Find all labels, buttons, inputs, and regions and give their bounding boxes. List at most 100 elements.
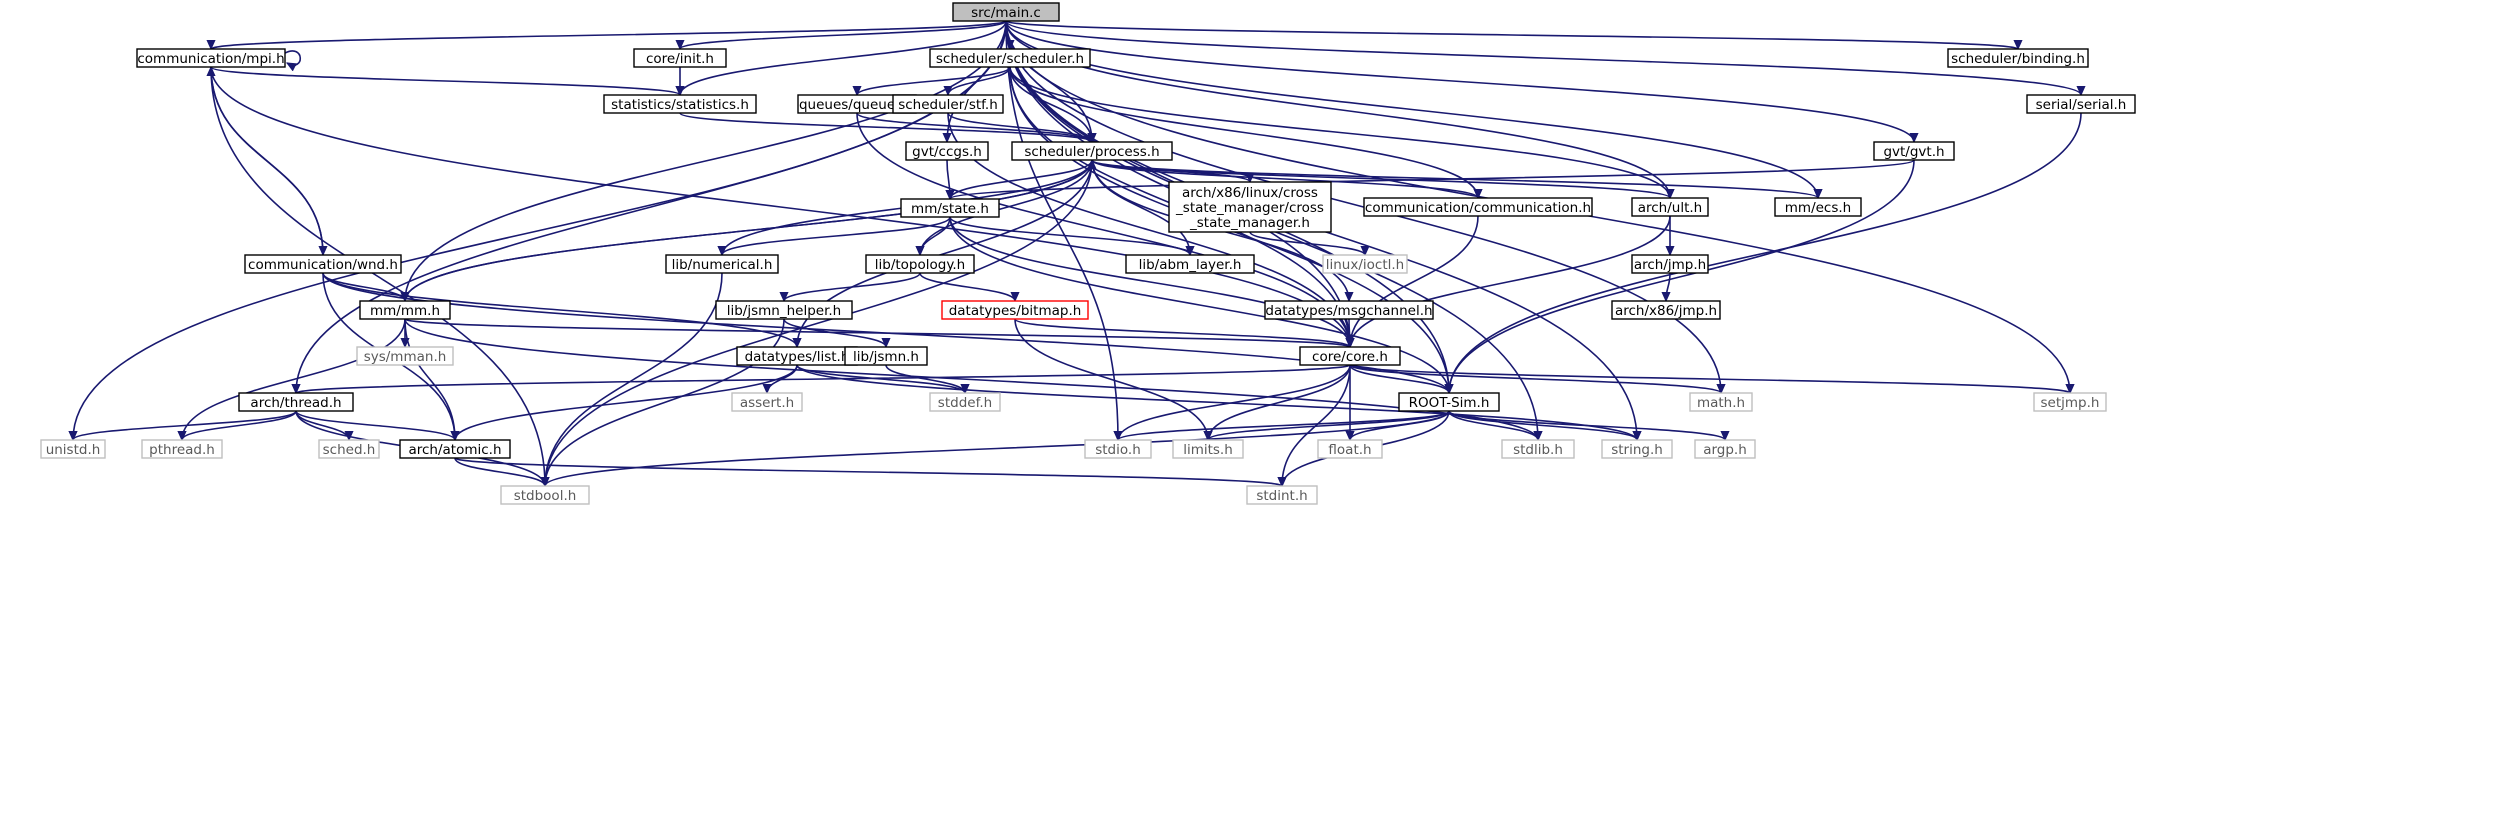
node-unistd[interactable]: unistd.h (40, 439, 106, 459)
node-label: communication/communication.h (1365, 200, 1591, 216)
node-ecs[interactable]: mm/ecs.h (1774, 197, 1862, 217)
edge-wnd-to-mpi (211, 67, 324, 256)
edge-rootsim-to-stdlib (1448, 410, 1538, 440)
node-stats[interactable]: statistics/statistics.h (603, 94, 757, 114)
node-label: arch/thread.h (250, 395, 341, 411)
node-label: core/core.h (1312, 349, 1388, 365)
node-init[interactable]: core/init.h (633, 48, 727, 68)
node-ult[interactable]: arch/ult.h (1631, 197, 1709, 217)
node-stf[interactable]: scheduler/stf.h (892, 94, 1004, 114)
node-process[interactable]: scheduler/process.h (1011, 141, 1173, 161)
node-setjmp[interactable]: setjmp.h (2033, 392, 2107, 412)
node-box (244, 254, 402, 274)
edge-mmh-to-core (404, 318, 1350, 347)
node-label: _state_manager/cross (1175, 200, 1324, 216)
node-topology[interactable]: lib/topology.h (865, 254, 975, 274)
edge-commh-to-core (1350, 215, 1479, 347)
node-box (1264, 300, 1434, 320)
edge-process-to-commh (1091, 159, 1478, 198)
edge-rootsim-to-string (1448, 410, 1637, 440)
edge-rootsim-to-limits (1208, 410, 1450, 440)
node-mpi[interactable]: communication/mpi.h (136, 48, 286, 68)
node-mmh[interactable]: mm/mm.h (359, 300, 451, 320)
node-numerical[interactable]: lib/numerical.h (665, 254, 779, 274)
node-label: lib/jsmn_helper.h (727, 303, 842, 319)
node-sched[interactable]: scheduler/scheduler.h (929, 48, 1091, 68)
graph-nodes: src/main.c communication/mpi.h core/init.h… (40, 2, 2136, 505)
node-string[interactable]: string.h (1601, 439, 1673, 459)
node-msgch[interactable]: datatypes/msgchannel.h (1264, 300, 1434, 320)
node-state[interactable]: mm/state.h (900, 198, 1000, 218)
edge-gvt-to-state (950, 159, 1915, 199)
node-label: float.h (1328, 442, 1371, 458)
node-label: datatypes/list.h (745, 349, 850, 365)
node-thread[interactable]: arch/thread.h (238, 392, 354, 412)
node-x86jmp[interactable]: arch/x86/jmp.h (1611, 300, 1721, 320)
edge-state-to-core (949, 216, 1350, 347)
node-label: scheduler/binding.h (1951, 51, 2085, 67)
node-label: arch/x86/linux/cross (1182, 185, 1318, 201)
node-bitmap[interactable]: datatypes/bitmap.h (941, 300, 1089, 320)
edge-process-to-ecs (1091, 159, 1818, 198)
edge-main-to-gvt (1005, 20, 1914, 142)
node-commh[interactable]: communication/communication.h (1363, 197, 1593, 217)
node-label: mm/state.h (911, 201, 989, 217)
node-serial[interactable]: serial/serial.h (2026, 94, 2136, 114)
node-float[interactable]: float.h (1317, 439, 1383, 459)
node-stdbool[interactable]: stdbool.h (500, 485, 590, 505)
node-gvt[interactable]: gvt/gvt.h (1873, 141, 1955, 161)
node-box (1398, 392, 1500, 412)
node-box (844, 346, 928, 366)
node-core[interactable]: core/core.h (1299, 346, 1401, 366)
node-box (40, 439, 106, 459)
node-jsmnhelper[interactable]: lib/jsmn_helper.h (715, 300, 853, 320)
edge-sched-to-process (1009, 66, 1092, 142)
edge-ccgs-to-state (947, 159, 950, 199)
edge-main-to-ecs (1005, 20, 1818, 198)
node-binding[interactable]: scheduler/binding.h (1947, 48, 2089, 68)
node-queues[interactable]: queues/queues.h (797, 94, 917, 114)
node-list[interactable]: datatypes/list.h (736, 346, 858, 366)
edge-core-to-math (1349, 364, 1721, 393)
node-csm[interactable]: arch/x86/linux/cross_state_manager/cross… (1168, 181, 1332, 233)
node-assert[interactable]: assert.h (731, 392, 803, 412)
edge-main-to-init (680, 20, 1007, 49)
node-rootsim[interactable]: ROOT-Sim.h (1398, 392, 1500, 412)
node-main[interactable]: src/main.c (952, 2, 1060, 22)
edge-jsmnhelper-to-jsmn (783, 318, 886, 347)
edge-rootsim-to-stdbool (545, 410, 1450, 486)
node-stddef[interactable]: stddef.h (929, 392, 1001, 412)
node-box (238, 392, 354, 412)
node-jmp[interactable]: arch/jmp.h (1631, 254, 1709, 274)
edge-state-to-abm (949, 216, 1190, 255)
node-argp[interactable]: argp.h (1694, 439, 1756, 459)
node-label: sys/mman.h (364, 349, 447, 365)
node-stdint[interactable]: stdint.h (1246, 485, 1318, 505)
node-ccgs[interactable]: gvt/ccgs.h (905, 141, 989, 161)
node-box (1084, 439, 1152, 459)
edge-mmh-to-atomic (404, 318, 455, 440)
node-jsmn[interactable]: lib/jsmn.h (844, 346, 928, 366)
node-pthread[interactable]: pthread.h (141, 439, 223, 459)
edge-main-to-serial (1005, 20, 2081, 95)
edge-thread-to-atomic (295, 410, 455, 440)
node-ioctl[interactable]: linux/ioctl.h (1322, 254, 1408, 274)
node-atomic[interactable]: arch/atomic.h (399, 439, 511, 459)
node-box (1947, 48, 2089, 68)
node-mman[interactable]: sys/mman.h (356, 346, 454, 366)
edge-bitmap-to-core (1014, 318, 1350, 347)
node-box (1299, 346, 1401, 366)
node-wnd[interactable]: communication/wnd.h (244, 254, 402, 274)
node-math[interactable]: math.h (1689, 392, 1753, 412)
edge-main-to-mmh (405, 20, 1007, 301)
node-sched_h[interactable]: sched.h (318, 439, 380, 459)
node-box (141, 439, 223, 459)
edge-mmh-to-pthread (182, 318, 406, 440)
node-box (1363, 197, 1593, 217)
node-limits[interactable]: limits.h (1172, 439, 1244, 459)
node-stdio[interactable]: stdio.h (1084, 439, 1152, 459)
edge-rootsim-to-stdio (1118, 410, 1450, 440)
node-abm[interactable]: lib/abm_layer.h (1125, 254, 1255, 274)
node-stdlib[interactable]: stdlib.h (1501, 439, 1575, 459)
